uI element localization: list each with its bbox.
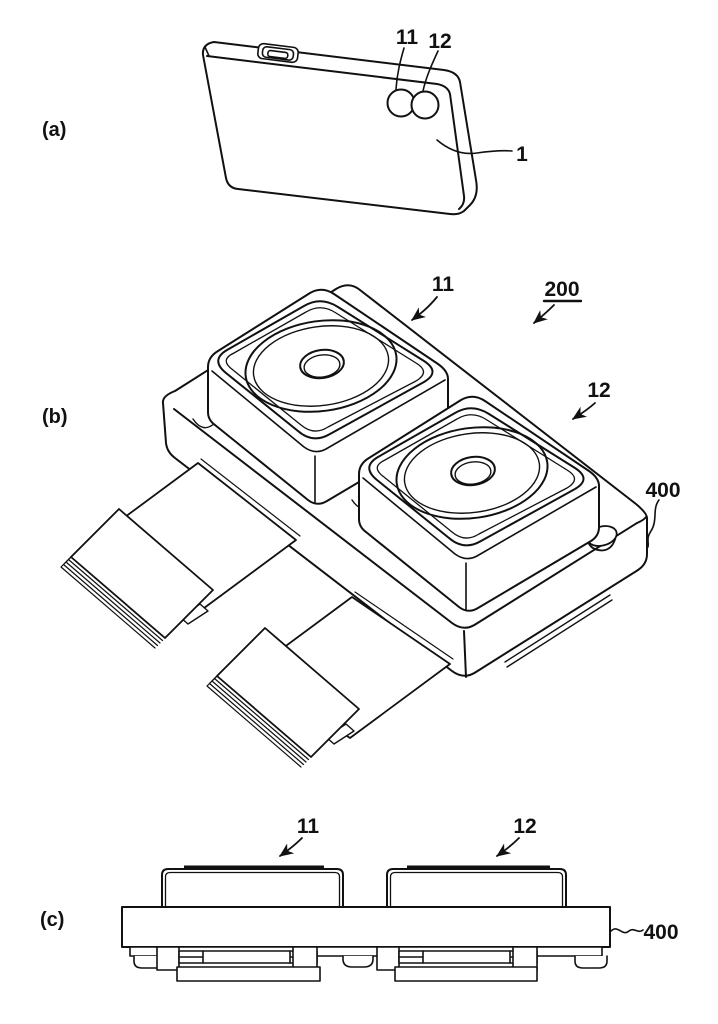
camera12-lens-ring-inner (403, 432, 541, 514)
c-right-lower-board (394, 966, 538, 982)
phone-camera-lens-left (386, 88, 416, 118)
leader-a-12 (422, 50, 439, 92)
base-boss-side (586, 532, 618, 552)
camera11-lens-ring-outer (244, 319, 398, 413)
figure-b (60, 284, 660, 768)
cable1-connector-block (70, 508, 214, 639)
leader-a-11 (395, 47, 405, 90)
figure-a (201, 41, 513, 216)
c-camera11-housing-outer (161, 868, 344, 908)
panel-label-c: (c) (40, 909, 64, 931)
figure-c (121, 837, 644, 982)
camera12-step-edge (362, 477, 597, 560)
c-left-lower-board (176, 966, 321, 982)
callout-b-11: 11 (432, 273, 455, 296)
arrow-c-11 (279, 837, 303, 857)
c-camera11-housing-inner (164, 871, 341, 908)
connector-inner (267, 49, 289, 60)
cable1-slot-lip (200, 458, 301, 537)
arrow-c-12 (496, 837, 520, 857)
c-camera12-top-plate (407, 865, 550, 870)
camera12-lid-rim (376, 414, 576, 539)
c-left-board-cap-line (178, 950, 318, 964)
base-top-face-edge (173, 408, 647, 629)
cam12-aperture-inner (454, 461, 492, 485)
flex-cable-1 (60, 458, 301, 649)
camera-module-12 (358, 395, 600, 612)
arrow-b-11 (411, 296, 438, 321)
panel-label-a: (a) (42, 119, 66, 141)
base-lip-line-2 (506, 599, 613, 668)
phone-outer-outline (201, 41, 478, 216)
callout-a-11: 11 (396, 26, 419, 49)
phone-camera-lens-right (410, 90, 440, 120)
camera12-lens-ring-outer (395, 426, 549, 520)
c-bracket-bar (121, 906, 611, 948)
callout-c-400: 400 (643, 921, 678, 944)
c-right-sensor-cluster (376, 946, 538, 982)
cable2-slot-lip (354, 591, 454, 660)
cable2-connector-block (216, 627, 360, 758)
camera11-aperture-inner (303, 354, 341, 378)
camera11-lens-ring-inner (252, 325, 390, 407)
c-camera12-housing-outer (386, 868, 567, 908)
base-front-corner-edge (463, 630, 467, 678)
phone-corner-bevel (204, 46, 210, 57)
camera11-aperture-outer (299, 348, 345, 380)
phone-front-face-edge (206, 55, 466, 210)
callout-c-11: 11 (297, 815, 320, 838)
base-lip-line-1 (504, 594, 611, 663)
c-camera12-housing-inner (389, 871, 564, 908)
c-center-tab (342, 955, 374, 968)
leader-a-1 (436, 139, 513, 155)
c-camera11-top-plate (184, 865, 324, 870)
arrow-b-12 (572, 402, 596, 420)
c-right-foot (574, 955, 608, 969)
callout-b-200: 200 (544, 278, 579, 301)
arrow-b-200 (533, 304, 555, 324)
leader-c-400 (610, 928, 644, 934)
c-right-board-cap-line (398, 950, 538, 964)
camera11-lid-rim (225, 307, 425, 432)
leader-b-400 (647, 499, 660, 548)
callout-a-1: 1 (516, 143, 528, 166)
c-left-block-a (156, 946, 180, 971)
callout-b-400: 400 (645, 479, 680, 502)
camera11-step-edge (211, 370, 446, 453)
callout-a-12: 12 (428, 30, 451, 53)
callout-c-12: 12 (513, 815, 536, 838)
c-left-sensor-cluster (156, 946, 321, 982)
callout-b-12: 12 (587, 379, 610, 402)
camera12-aperture-outer (450, 455, 496, 487)
flex-cable-2 (206, 591, 454, 768)
phone-connector (257, 42, 299, 64)
panel-label-b: (b) (42, 406, 68, 428)
